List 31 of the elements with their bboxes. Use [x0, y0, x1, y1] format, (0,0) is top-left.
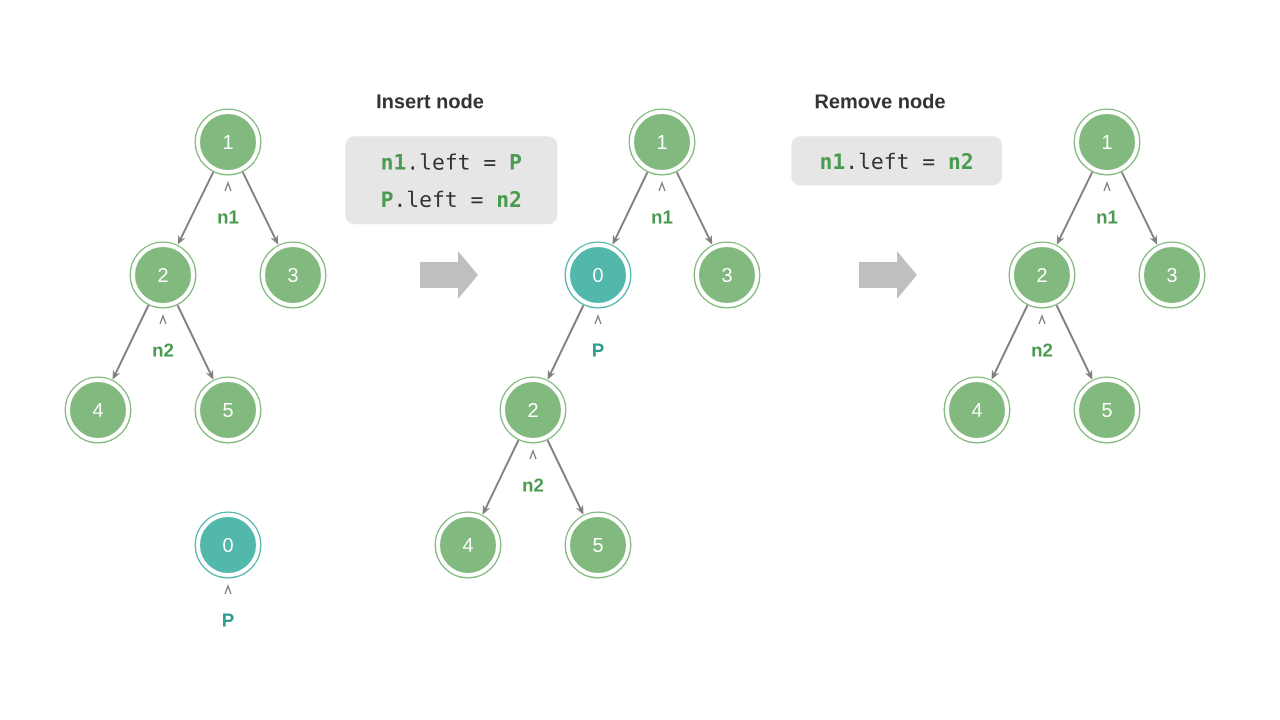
- tree-node: 4: [64, 376, 132, 444]
- node-label: P.left = n2: [382, 190, 521, 208]
- tree-node: 4: [434, 511, 502, 579]
- tree-node: 3: [259, 241, 327, 309]
- code-box: n1.left = n2: [791, 136, 1002, 186]
- tree-node: 2: [499, 376, 567, 444]
- pointer-label: n2: [153, 314, 174, 357]
- tree-node: 5: [564, 511, 632, 579]
- tree-node: 5: [194, 376, 262, 444]
- heading: Insert node: [377, 93, 484, 109]
- code-box: n1.left = P P.left = n2: [345, 136, 558, 225]
- tree-node: 2: [1008, 241, 1076, 309]
- tree-node: 4: [943, 376, 1011, 444]
- pointer-label: n1: [218, 181, 239, 224]
- tree-node: 2: [129, 241, 197, 309]
- tree-node: 0: [564, 241, 632, 309]
- tree-node: 1: [1073, 108, 1141, 176]
- tree-node: 5: [1073, 376, 1141, 444]
- pointer-label: P: [223, 584, 234, 627]
- tree-node: 1: [628, 108, 696, 176]
- pointer-label: n1: [652, 181, 673, 224]
- pointer-label: n2: [1032, 314, 1053, 357]
- pointer-label: n1: [1097, 181, 1118, 224]
- tree-node: 3: [1138, 241, 1206, 309]
- pointer-label: n2: [523, 449, 544, 492]
- node-label: n1.left = P: [382, 153, 522, 170]
- pointer-label: P: [593, 314, 604, 357]
- tree-node: 1: [194, 108, 262, 176]
- tree-node: 3: [693, 241, 761, 309]
- tree-node: 0: [194, 511, 262, 579]
- heading: Remove node: [815, 93, 945, 109]
